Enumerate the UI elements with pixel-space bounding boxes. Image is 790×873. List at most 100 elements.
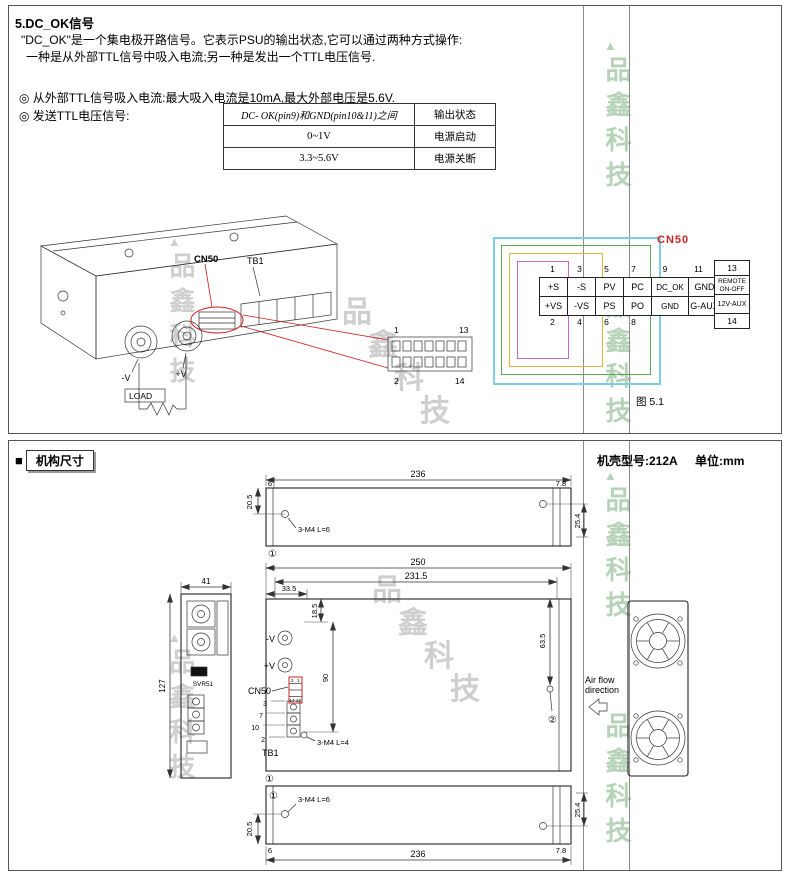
section-title: 5.DC_OK信号 <box>15 17 95 31</box>
pin-cell: +VS <box>539 296 568 316</box>
chassis-body <box>39 215 339 360</box>
airflow-line2: direction <box>585 685 619 695</box>
dim-20.5: 20.5 <box>245 495 254 510</box>
dim-2: 2 <box>261 737 265 744</box>
pin-number: 3 <box>577 264 582 274</box>
pin-number: 9 <box>662 264 668 274</box>
pin-number: 1 <box>394 325 399 335</box>
connector-detail: 1 13 2 14 <box>387 325 473 386</box>
pin-cell: PV <box>595 277 624 297</box>
case-model: 机壳型号:212A <box>597 454 678 468</box>
tb1-label: TB1 <box>262 748 279 758</box>
vminus-label: -V <box>122 373 131 383</box>
dim-25.4: 25.4 <box>573 803 582 818</box>
column-divider <box>629 6 630 433</box>
dim-236: 236 <box>410 849 425 859</box>
cn50-label: CN50 <box>248 686 271 696</box>
tb1-terminal-strip <box>240 291 332 328</box>
pin-cell: G-AUX <box>688 296 721 316</box>
tb1-callout-label: TB1 <box>247 256 264 266</box>
mini-pin: 13 <box>296 698 302 703</box>
chassis-drawing: CN50 TB1 LOAD -V +V 1 13 <box>39 215 473 416</box>
front-view: -V +V 2 1 14 13 CN50 18.5 <box>248 598 572 785</box>
mini-pin: 1 <box>297 678 300 683</box>
pin-number: 13 <box>714 260 750 276</box>
bullet-ttl-send: ◎ 发送TTL电压信号: <box>19 109 130 123</box>
case-model-line: 机壳型号:212A 单位:mm <box>597 452 744 469</box>
side-view: 41 127 SVR51 <box>158 577 232 779</box>
marker-1: ① <box>269 791 278 802</box>
marker-1: ① <box>265 774 274 785</box>
pin-cell: PC <box>623 277 652 297</box>
table-cell: 电源关断 <box>414 147 496 170</box>
pin-number: 11 <box>694 264 703 274</box>
pin-cell: GND <box>651 296 689 316</box>
airflow-line1: Air flow <box>585 675 615 685</box>
screw-note: 3-M4 L=6 <box>298 525 330 534</box>
table-header-cell: DC- OK(pin9)和GND(pin10&11)之间 <box>223 103 415 126</box>
dim-7: 7 <box>259 713 263 720</box>
pin-number: 13 <box>459 325 469 335</box>
top-view: 236 6 7.8 20.5 25.4 3-M4 L=6 ① <box>245 469 588 560</box>
paragraph-line: 一种是从外部TTL信号中吸入电流;另一种是发出一个TTL电压信号. <box>26 50 376 64</box>
pin-cell: PS <box>595 296 624 316</box>
dim-20.5: 20.5 <box>245 822 254 837</box>
mechanical-drawing: 236 6 7.8 20.5 25.4 3-M4 L=6 ① 2 <box>158 469 689 865</box>
pin-number: 14 <box>714 313 750 329</box>
load-label: LOAD <box>129 391 152 401</box>
pin-cell: +S <box>539 277 568 297</box>
dim-3: 3 <box>263 701 267 708</box>
fan-bottom <box>630 710 686 766</box>
column-divider <box>583 6 584 433</box>
cn50-highlight <box>190 263 389 369</box>
pin-numbers-bottom: 2 4 6 8 <box>539 317 647 327</box>
cn50-mini-connector: 2 1 14 13 <box>288 676 303 704</box>
cn50-pinout-diagram: CN50 1 3 5 7 9 11 +S -S PV PC DC_OK GND <box>491 233 763 395</box>
bullet-ttl-sink: ◎ 从外部TTL信号吸入电流:最大吸入电流是10mA,最大外部电压是5.6V. <box>19 91 396 105</box>
dim-250: 250 <box>410 557 425 567</box>
dim-7.8: 7.8 <box>556 846 566 855</box>
dim-6: 6 <box>268 846 272 855</box>
fan-top <box>630 613 686 669</box>
tb1-block <box>286 700 301 738</box>
cn50-callout-label: CN50 <box>194 254 218 265</box>
vplus-label: +V <box>175 369 186 379</box>
pin-number: 2 <box>550 317 555 327</box>
unit-label: 单位:mm <box>695 454 745 468</box>
fan-panel <box>627 600 689 777</box>
cn50-title: CN50 <box>657 234 690 246</box>
marker-2: ② <box>548 715 557 726</box>
dim-18.5: 18.5 <box>310 604 319 619</box>
table-cell: 3.3~5.6V <box>223 147 415 170</box>
pin-number: 8 <box>631 317 636 327</box>
dim-41: 41 <box>202 577 211 586</box>
screw-terminals <box>124 320 203 359</box>
pin-number: 4 <box>577 317 582 327</box>
ttl-voltage-table: DC- OK(pin9)和GND(pin10&11)之间 输出状态 0~1V 电… <box>223 103 496 170</box>
table-cell: 电源启动 <box>414 125 496 148</box>
paragraph-line: "DC_OK"是一个集电极开路信号。它表示PSU的输出状态,它可以通过两种方式操… <box>21 33 463 47</box>
pin-number: 14 <box>455 376 465 386</box>
screw-note: 3-M4 L=4 <box>317 738 349 747</box>
heading-bullet-icon: ■ <box>15 453 23 468</box>
dim-7.8: 7.8 <box>556 479 566 488</box>
marker-1: ① <box>268 549 277 560</box>
mech-heading: ■ 机构尺寸 <box>15 450 94 471</box>
vminus-label: -V <box>266 634 275 644</box>
dim-63.5: 63.5 <box>538 634 547 649</box>
section-mechanical: ■ 机构尺寸 机壳型号:212A 单位:mm <box>8 440 782 871</box>
pin-number: 5 <box>604 264 609 274</box>
front-width-dims: 250 231.5 33.5 <box>265 557 572 599</box>
pin-cell: -S <box>567 277 596 297</box>
dim-236: 236 <box>410 469 425 479</box>
dim-127: 127 <box>158 679 167 693</box>
dim-25.4: 25.4 <box>573 514 582 529</box>
load-symbol: LOAD <box>124 356 187 416</box>
mini-pin: 2 <box>291 678 294 683</box>
dim-33.5: 33.5 <box>282 584 297 593</box>
pin-cell: DC_OK <box>651 277 689 297</box>
column-divider <box>629 441 630 870</box>
